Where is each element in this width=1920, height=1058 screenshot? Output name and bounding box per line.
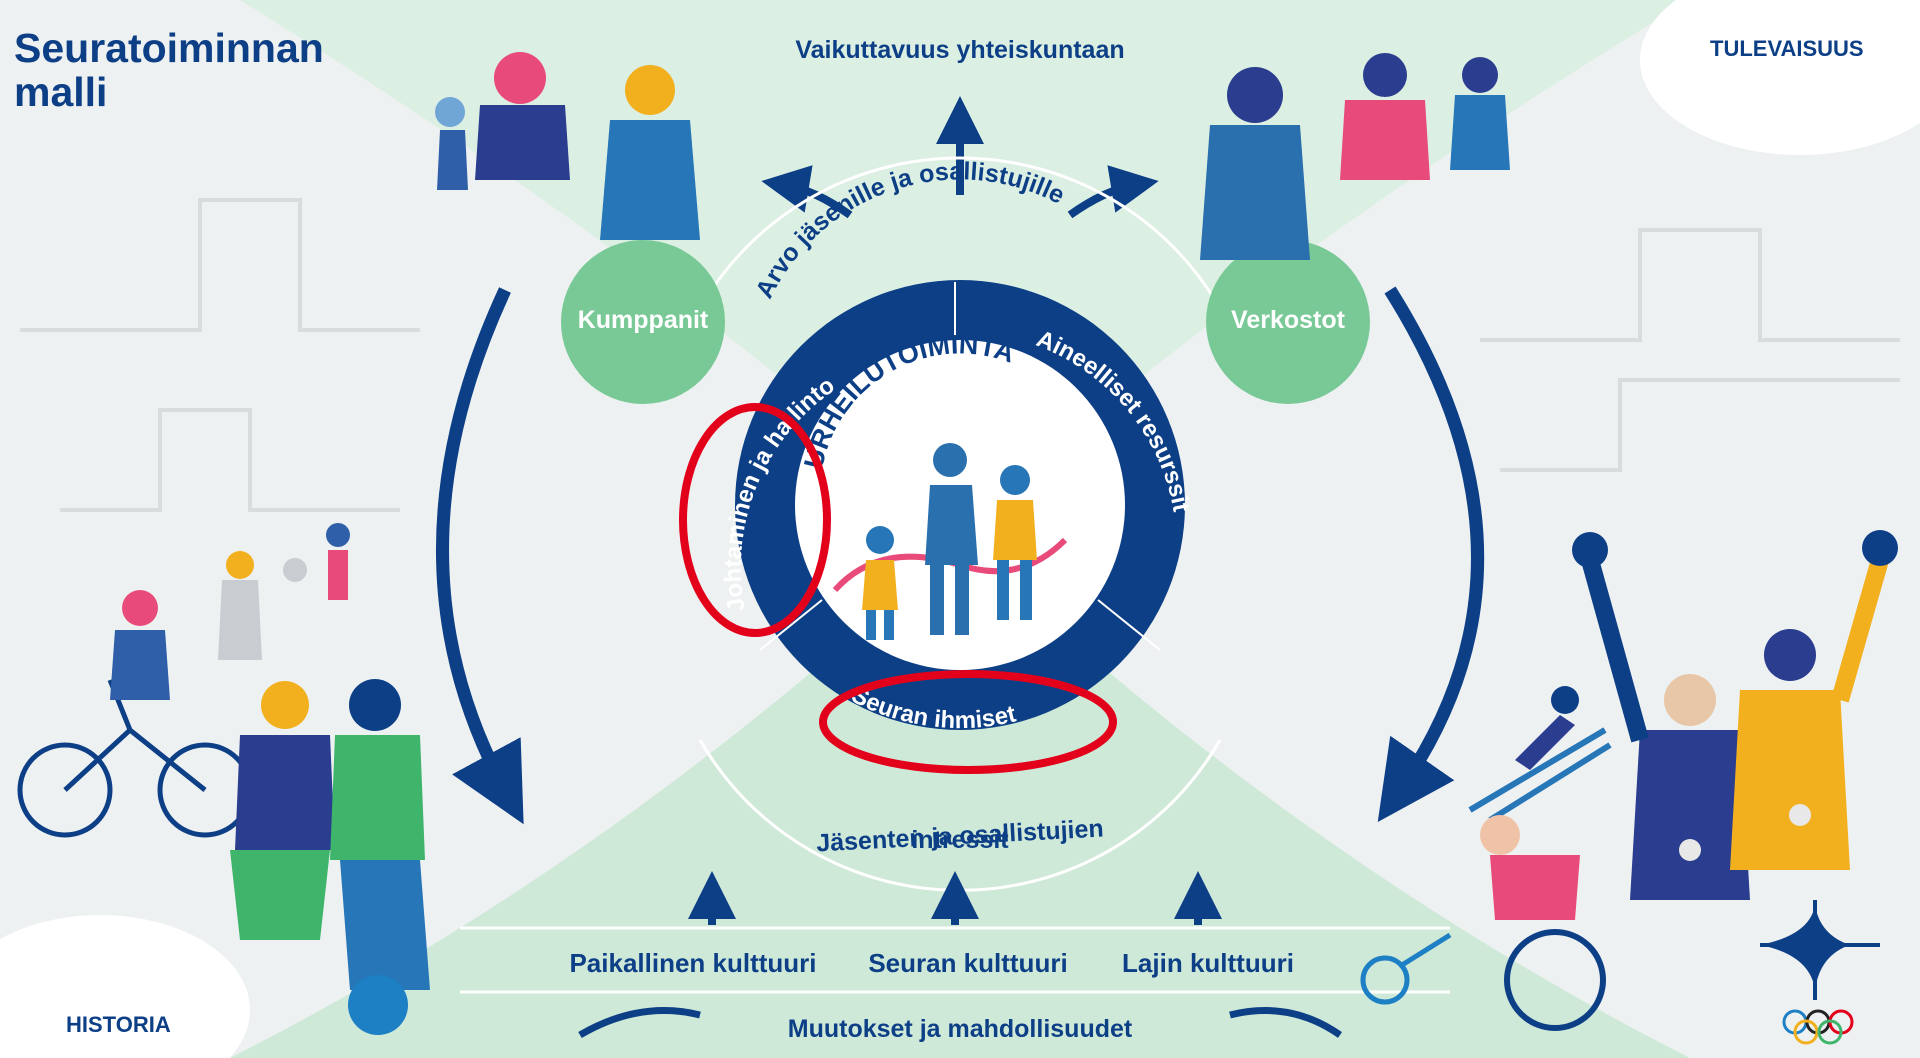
coach-and-runner-illustration [435,52,700,240]
top-green-fan [240,0,1690,530]
runner-child [862,526,898,640]
runner-youth [993,465,1037,620]
cyclist-illustration [17,679,253,838]
left-background-sketch [20,198,420,512]
medalists-illustration [1572,530,1898,900]
football-players-illustration [230,679,430,1035]
left-curved-arrow [436,287,524,825]
wheelchair-athlete-illustration [1360,815,1606,1031]
networks-label: Verkostot [1231,306,1345,334]
cloud-top-right [1640,0,1920,155]
interests-label-line2: intressit [911,826,1009,854]
highlight-people [819,670,1117,774]
ring-divider-left [759,599,823,651]
runner-adult [925,443,978,635]
cyclist-head [122,590,158,626]
bottom-change-label: Muutokset ja mahdollisuudet [787,1015,1133,1043]
culture-local: Paikallinen kulttuuri [569,948,817,978]
culture-club: Seuran kulttuuri [868,948,1068,978]
cyclist-body [110,630,170,700]
children-illustration [218,523,350,660]
page-title: Seuratoiminnan malli [14,25,324,115]
right-background-sketch [1480,228,1900,472]
corner-label-future: TULEVAISUUS [1710,36,1864,61]
networks-circle [1206,240,1370,404]
cloud-bottom-left [0,915,250,1058]
ski-jumper-illustration [1468,686,1612,823]
volunteers-illustration [1200,53,1510,260]
partners-label: Kumppanit [577,306,709,334]
culture-sport: Lajin kulttuuri [1122,948,1294,978]
highlight-leadership [679,403,831,637]
right-curved-arrow [1377,286,1484,823]
bottom-left-swoosh [578,1007,701,1039]
ring-divider-right [1097,599,1161,651]
top-impact-label: Vaikuttavuus yhteiskuntaan [795,36,1125,64]
corner-label-history: HISTORIA [66,1012,171,1037]
partners-circle [561,240,725,404]
bottom-right-swoosh [1229,1007,1343,1038]
value-arc-line [703,156,1217,301]
olympic-committee-logo [1760,900,1880,1045]
